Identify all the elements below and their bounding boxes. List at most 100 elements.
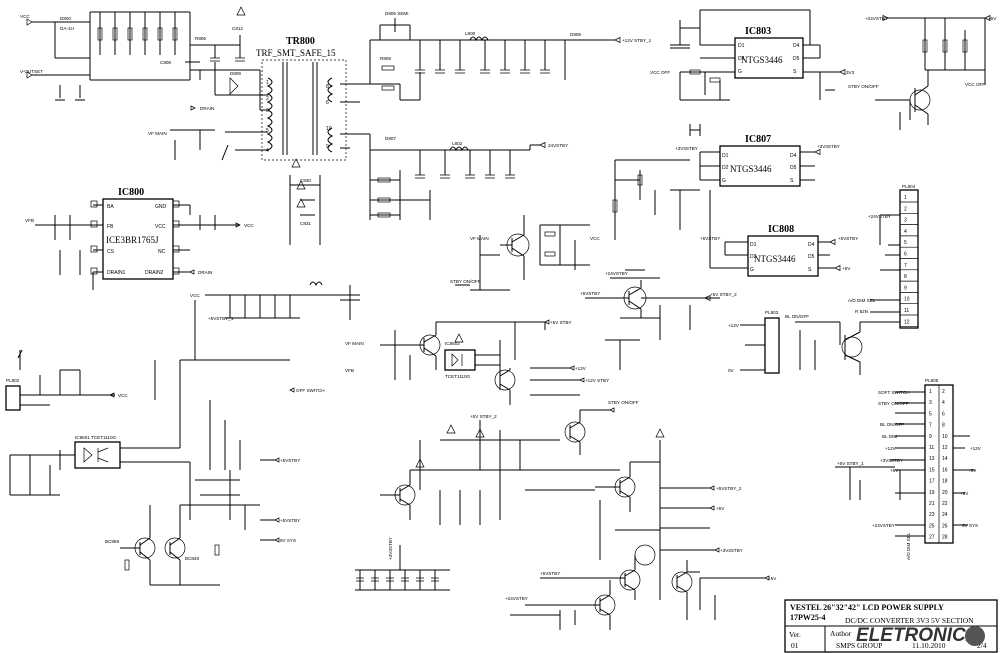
pl805-pin-17: 17 xyxy=(929,479,935,485)
title-block: VESTEL 26"32"42" LCD POWER SUPPLY 17PW25… xyxy=(784,599,998,653)
ic800-vcc-net: VCC xyxy=(244,223,254,228)
svg-text:6: 6 xyxy=(326,100,329,106)
svg-text:IC8501 TCET1110G: IC8501 TCET1110G xyxy=(75,435,117,440)
pl805-pin-14: 14 xyxy=(942,456,948,462)
svg-text:+5V: +5V xyxy=(842,266,851,271)
svg-text:+24VSTBY: +24VSTBY xyxy=(505,596,528,601)
ic807-part: NTGS3446 xyxy=(730,164,772,174)
svg-text:+5VSTBY: +5VSTBY xyxy=(280,518,300,523)
svg-text:L802: L802 xyxy=(452,141,463,146)
svg-text:VCC OFF: VCC OFF xyxy=(650,70,670,75)
pl805-pin-22: 22 xyxy=(942,501,948,507)
ic800-pin-vcc: VCC xyxy=(155,224,166,230)
svg-text:VCC: VCC xyxy=(590,236,600,241)
bottom-center-network: STBY ON/OFF +5V STBY_2 +5VSTBY_2+5V +3V3… xyxy=(380,400,743,600)
pl804-pin-12: 12 xyxy=(904,319,910,325)
svg-text:+24VSTBY: +24VSTBY xyxy=(868,214,891,219)
pl804-pin-7: 7 xyxy=(904,263,907,269)
svg-text:S: S xyxy=(808,267,812,273)
svg-text:+5V STBY_1: +5V STBY_1 xyxy=(837,461,864,466)
svg-text:+3V3STBY: +3V3STBY xyxy=(880,458,903,463)
svg-text:VFB: VFB xyxy=(345,368,354,373)
pl805-pin-10: 10 xyxy=(942,434,948,440)
svg-text:+5VSTBY: +5VSTBY xyxy=(540,571,560,576)
svg-text:5V SYS: 5V SYS xyxy=(962,523,978,528)
ic800-ref: IC800 xyxy=(118,187,144,198)
pl805-pin-5: 5 xyxy=(929,411,932,417)
svg-text:STBY ON/OFF: STBY ON/OFF xyxy=(848,84,879,89)
pl805-pin-9: 9 xyxy=(929,434,932,440)
svg-text:8: 8 xyxy=(326,84,329,90)
pl805-pin-2: 2 xyxy=(942,389,945,395)
svg-text:D4: D4 xyxy=(808,242,815,248)
svg-text:STBY ON/OFF: STBY ON/OFF xyxy=(450,279,481,284)
svg-text:C831: C831 xyxy=(300,221,311,226)
ic800-pin-nc: NC xyxy=(158,249,166,255)
author-value: SMPS GROUP xyxy=(836,641,882,650)
svg-text:5V SYS: 5V SYS xyxy=(280,538,296,543)
svg-text:G: G xyxy=(750,267,754,273)
svg-text:OFF SWITCH: OFF SWITCH xyxy=(296,388,325,393)
svg-text:+3V3STBY: +3V3STBY xyxy=(817,144,840,149)
svg-text:+5VSTBY_2: +5VSTBY_2 xyxy=(716,486,742,491)
bottom-cap-bank: +3V3STBY xyxy=(355,537,450,591)
pl804-pin-6: 6 xyxy=(904,252,907,258)
svg-text:VF MAIN: VF MAIN xyxy=(148,131,167,136)
center-right-transistor: +5V STBY_2 +5VSTBY +24VSTBY xyxy=(580,269,737,370)
svg-text:2: 2 xyxy=(266,96,269,102)
pl802-body xyxy=(5,385,21,411)
vcc-filter: VCC xyxy=(190,281,360,320)
warning-icons xyxy=(296,180,456,434)
svg-text:+3V3STBY: +3V3STBY xyxy=(720,548,743,553)
svg-text:IC8502: IC8502 xyxy=(445,341,460,346)
svg-text:BC858: BC858 xyxy=(105,539,119,544)
svg-text:L800: L800 xyxy=(465,31,476,36)
pl805-stby-onoff: STBY ON/OFF xyxy=(878,401,909,406)
ic800-pin-drain1: DRAIN1 xyxy=(107,270,126,276)
svg-text:STBY ON/OFF: STBY ON/OFF xyxy=(608,400,639,405)
svg-text:+5V: +5V xyxy=(768,576,777,581)
ic807-ref: IC807 xyxy=(745,134,771,145)
pl805-pin-15: 15 xyxy=(929,467,935,473)
svg-text:+12V: +12V xyxy=(728,323,740,328)
ic800-part: ICE3BR1765J xyxy=(106,235,159,245)
svg-text:D1: D1 xyxy=(722,153,729,159)
title-line-1: VESTEL 26"32"42" LCD POWER SUPPLY xyxy=(790,603,944,612)
pl802-ref: PL802 xyxy=(6,378,20,383)
ic808-body xyxy=(747,235,819,277)
svg-text:D5: D5 xyxy=(808,254,815,260)
version-label: Ver. xyxy=(789,630,801,639)
version-value: 01 xyxy=(791,641,799,650)
svg-text:C830: C830 xyxy=(300,178,311,183)
sheet-value: 2/4 xyxy=(977,641,987,650)
bottom-transistor-group: +5V +5VSTBY +24VSTBY xyxy=(505,544,777,630)
svg-text:+5VSTBY_1: +5VSTBY_1 xyxy=(208,316,234,321)
pl805-pin-19: 19 xyxy=(929,490,935,496)
svg-text:DA-1H: DA-1H xyxy=(60,26,74,31)
svg-text:G: G xyxy=(722,178,726,184)
svg-text:D2: D2 xyxy=(750,254,757,260)
warning-triangle-icon xyxy=(296,180,456,434)
ic800-block: IC800 ICE3BR1765J BA GND FB VCC CS NC DR… xyxy=(25,129,254,290)
svg-text:4: 4 xyxy=(266,148,269,154)
svg-text:BC848: BC848 xyxy=(185,556,199,561)
pl805-pin-20: 20 xyxy=(942,490,948,496)
svg-text:D2: D2 xyxy=(738,56,745,62)
svg-text:D809: D809 xyxy=(230,71,241,76)
pl805-bl-dim: BL DIM xyxy=(882,434,897,439)
svg-text:+5V: +5V xyxy=(988,16,997,21)
svg-text:VFB: VFB xyxy=(25,218,34,223)
ic800-pin-gnd: GND xyxy=(155,204,167,210)
pl804-pin-1: 1 xyxy=(904,195,907,201)
pl804-pin-5: 5 xyxy=(904,240,907,246)
svg-text:R 82N: R 82N xyxy=(855,309,868,314)
svg-text:C812: C812 xyxy=(232,26,243,31)
pl805-pin-25: 25 xyxy=(929,523,935,529)
ic800-pin-drain2: DRAIN2 xyxy=(145,270,164,276)
svg-text:S: S xyxy=(790,178,794,184)
svg-text:D2: D2 xyxy=(722,165,729,171)
